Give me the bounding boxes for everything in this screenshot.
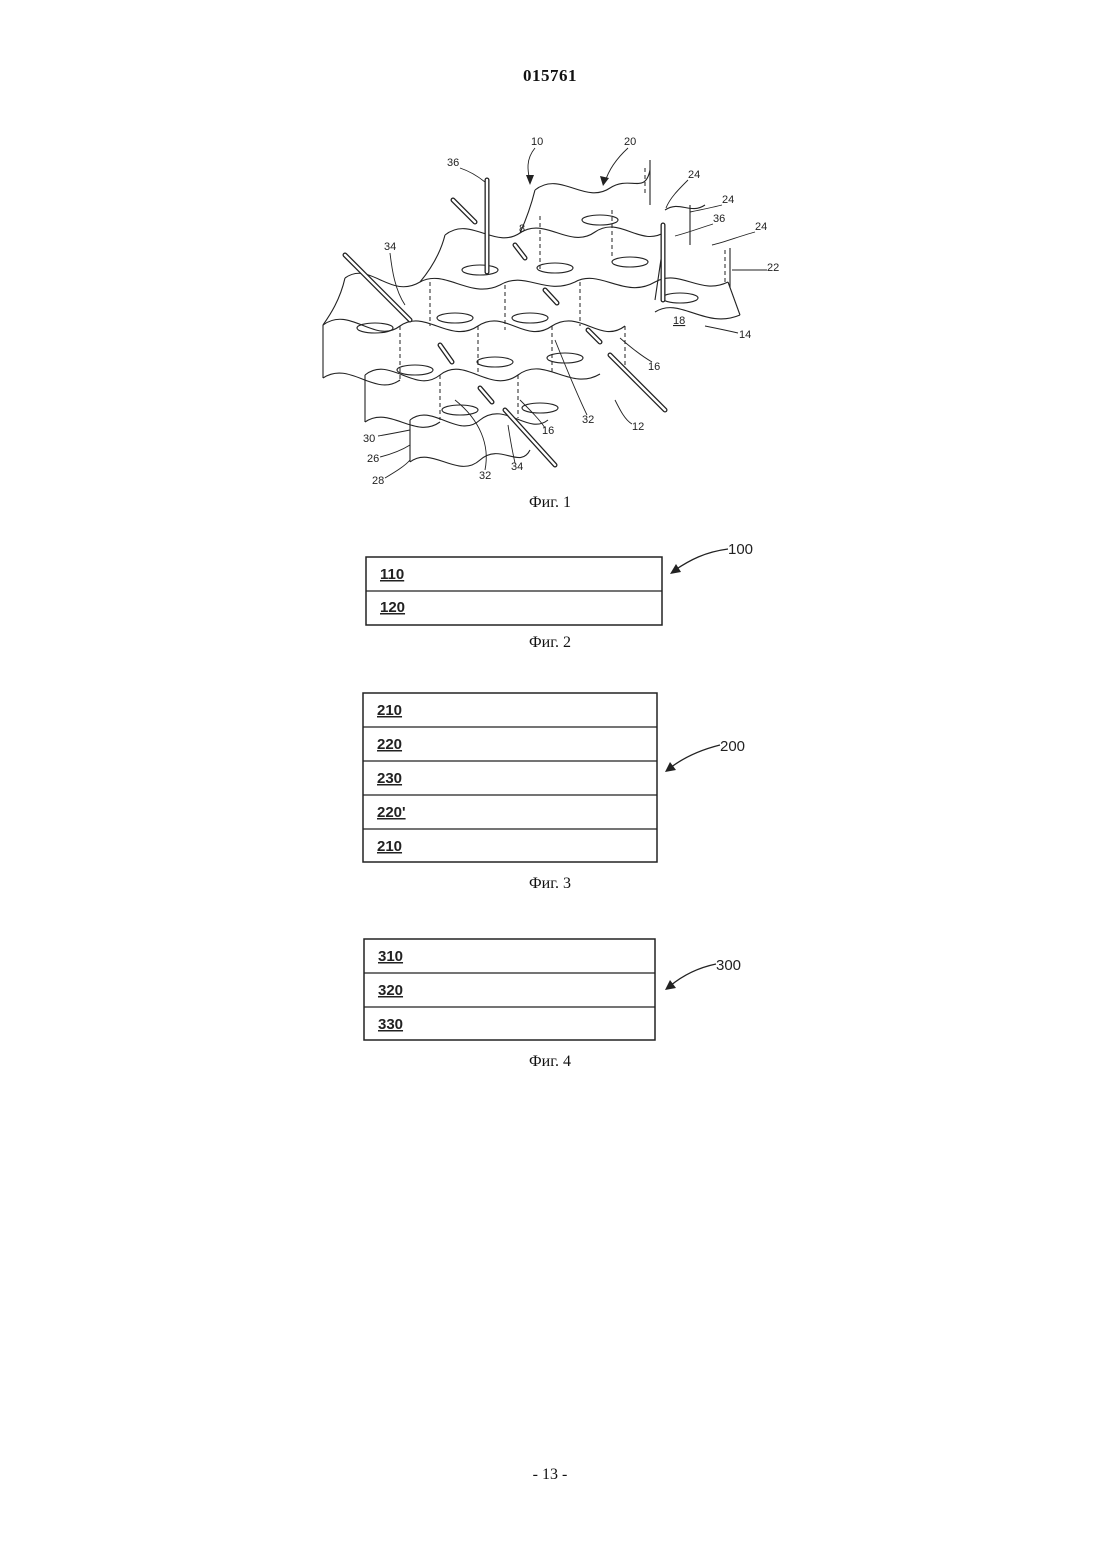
label-36-top: 36 — [447, 157, 459, 169]
seam-lines — [400, 168, 725, 420]
layer-210-bottom: 210 — [377, 838, 402, 855]
layer-110: 110 — [380, 566, 404, 583]
ref-200: 200 — [720, 738, 745, 755]
label-10: 10 — [531, 136, 543, 148]
layer-310: 310 — [378, 948, 403, 965]
document-number: 015761 — [0, 66, 1100, 86]
label-32-bottom: 32 — [479, 470, 491, 482]
label-36-right: 36 — [713, 213, 725, 225]
ref-300: 300 — [716, 957, 741, 974]
label-12: 12 — [632, 421, 644, 433]
page-number: - 13 - — [0, 1466, 1100, 1484]
label-24-c: 24 — [755, 221, 767, 233]
label-8: 8 — [519, 223, 525, 235]
figure-4-caption: Фиг. 4 — [0, 1053, 1100, 1071]
layer-230: 230 — [377, 770, 402, 787]
layer-120: 120 — [380, 599, 405, 616]
label-20: 20 — [624, 136, 636, 148]
layer-220: 220 — [377, 736, 402, 753]
figure-2-drawing: 110 120 100 — [340, 535, 780, 635]
layer-320: 320 — [378, 982, 403, 999]
label-26: 26 — [367, 453, 379, 465]
label-32-middle: 32 — [582, 414, 594, 426]
figure-3-drawing: 210 220 230 220' 210 200 — [340, 685, 780, 870]
label-22: 22 — [767, 262, 779, 274]
ref-100: 100 — [728, 541, 753, 558]
label-28: 28 — [372, 475, 384, 487]
label-24-a: 24 — [688, 169, 700, 181]
label-34-top: 34 — [384, 241, 396, 253]
label-14: 14 — [739, 329, 751, 341]
label-16-bottom: 16 — [542, 425, 554, 437]
label-30: 30 — [363, 433, 375, 445]
figure-2-caption: Фиг. 2 — [0, 634, 1100, 652]
label-34-bottom: 34 — [511, 461, 523, 473]
figure-3-caption: Фиг. 3 — [0, 875, 1100, 893]
layer-210-top: 210 — [377, 702, 402, 719]
figure-4-drawing: 310 320 330 300 — [340, 930, 780, 1050]
cell-walls — [323, 160, 740, 466]
layer-330: 330 — [378, 1016, 403, 1033]
figure-1-caption: Фиг. 1 — [0, 494, 1100, 512]
label-24-b: 24 — [722, 194, 734, 206]
label-16-right: 16 — [648, 361, 660, 373]
figure-1-drawing: 10 20 36 24 24 36 24 22 34 8 18 14 16 32… — [300, 125, 800, 495]
leader-lines — [378, 148, 767, 478]
label-18: 18 — [673, 315, 685, 327]
layer-220-prime: 220' — [377, 804, 406, 821]
